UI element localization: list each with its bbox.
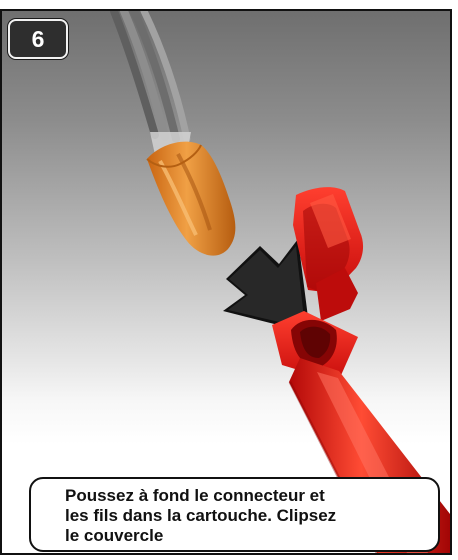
instruction-caption-box: Poussez à fond le connecteur et les fils… — [29, 477, 440, 552]
instruction-line-1: Poussez à fond le connecteur et — [65, 486, 428, 506]
step-number: 6 — [32, 26, 45, 53]
instruction-panel: 6 — [0, 9, 452, 555]
orange-wire-connector — [147, 142, 235, 256]
instruction-line-3: le couvercle — [65, 526, 428, 546]
installation-illustration — [2, 11, 450, 553]
step-number-badge: 6 — [8, 19, 68, 59]
grey-wires — [114, 11, 191, 164]
instruction-line-2: les fils dans la cartouche. Clipsez — [65, 506, 428, 526]
